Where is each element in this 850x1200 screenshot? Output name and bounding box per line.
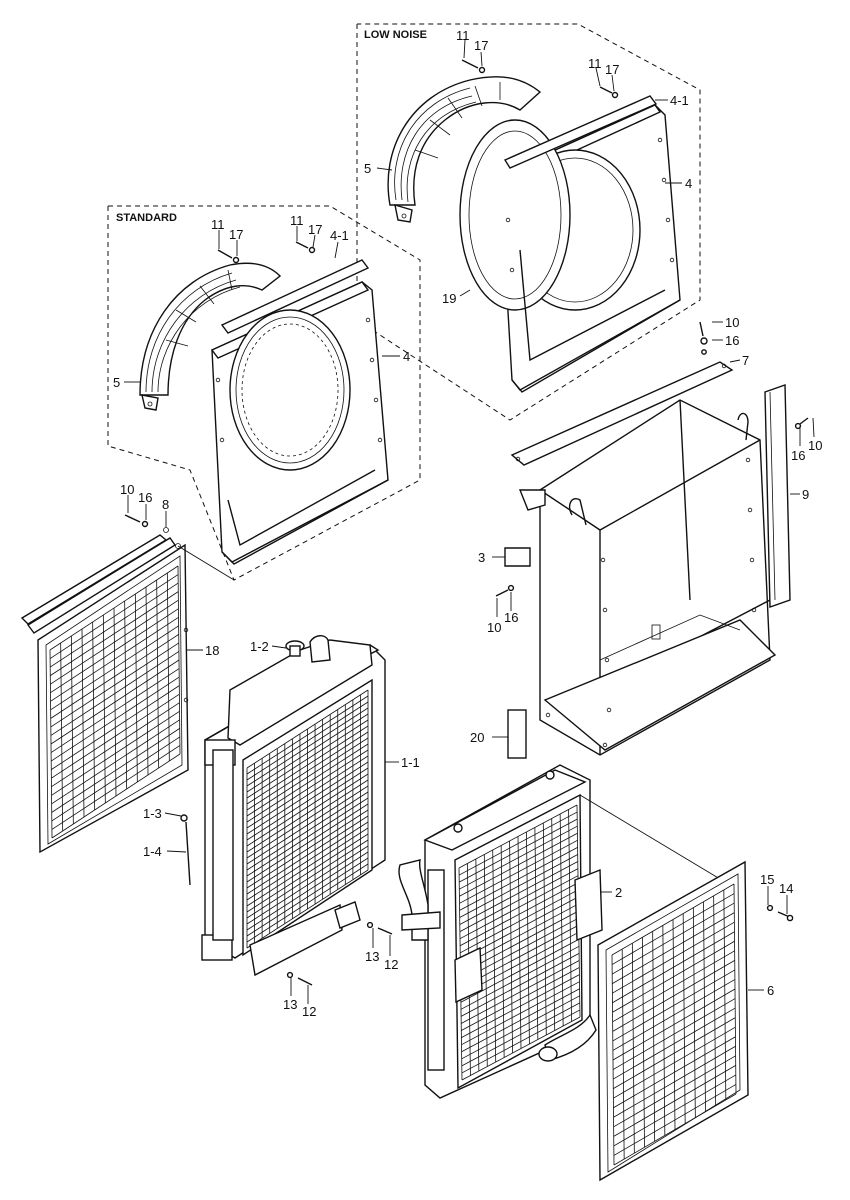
callout-17: 17: [605, 62, 619, 77]
callout-17: 17: [474, 38, 488, 53]
callout-10: 10: [120, 482, 134, 497]
low-noise-group: LOW NOISE: [356, 23, 701, 421]
standard-label: STANDARD: [116, 212, 177, 224]
callout-1-4: 1-4: [143, 844, 162, 859]
callout-15: 15: [760, 872, 774, 887]
callout-5: 5: [113, 375, 120, 390]
callout-4-1: 4-1: [670, 93, 689, 108]
fan-guard-standard: [139, 262, 282, 411]
callout-9: 9: [802, 487, 809, 502]
callout-4: 4: [685, 176, 692, 191]
callout-1-2: 1-2: [250, 639, 269, 654]
callout-14: 14: [779, 881, 793, 896]
bolt-washer-set-low-noise: [461, 59, 619, 99]
callout-8: 8: [162, 497, 169, 512]
callout-10: 10: [487, 620, 501, 635]
callout-10: 10: [725, 315, 739, 330]
fan-shroud-standard: [210, 259, 389, 565]
callout-2: 2: [615, 885, 622, 900]
callout-16: 16: [791, 448, 805, 463]
callout-16: 16: [725, 333, 739, 348]
fan-shroud-low-noise: [459, 95, 681, 393]
callout-4-1: 4-1: [330, 228, 349, 243]
standard-group: STANDARD: [107, 205, 421, 581]
screen-left: [20, 514, 189, 854]
callout-4: 4: [403, 349, 410, 364]
callout-10: 10: [808, 438, 822, 453]
callout-19: 19: [442, 291, 456, 306]
radiator-main: [180, 635, 393, 986]
callout-20: 20: [470, 730, 484, 745]
callout-17: 17: [308, 222, 322, 237]
callout-13: 13: [365, 949, 379, 964]
callout-12: 12: [384, 957, 398, 972]
callout-16: 16: [504, 610, 518, 625]
low-noise-label: LOW NOISE: [364, 29, 427, 41]
bolt-washer-set-standard: [217, 241, 316, 264]
callout-11: 11: [456, 28, 470, 43]
callout-3: 3: [478, 550, 485, 565]
callout-18: 18: [205, 643, 219, 658]
callout-11: 11: [588, 56, 602, 71]
callout-17: 17: [229, 227, 243, 242]
callout-13: 13: [283, 997, 297, 1012]
callout-12: 12: [302, 1004, 316, 1019]
callout-11: 11: [211, 217, 225, 232]
oil-cooler: [398, 764, 603, 1099]
callout-5: 5: [364, 161, 371, 176]
fan-guard-low-noise: [387, 76, 542, 223]
callout-6: 6: [767, 983, 774, 998]
callout-11: 11: [290, 213, 304, 228]
callout-1-1: 1-1: [401, 755, 420, 770]
callout-7: 7: [742, 353, 749, 368]
frame-bracket-assembly: [495, 321, 809, 759]
callout-16: 16: [138, 490, 152, 505]
callout-1-3: 1-3: [143, 806, 162, 821]
screen-right: [597, 860, 794, 1182]
